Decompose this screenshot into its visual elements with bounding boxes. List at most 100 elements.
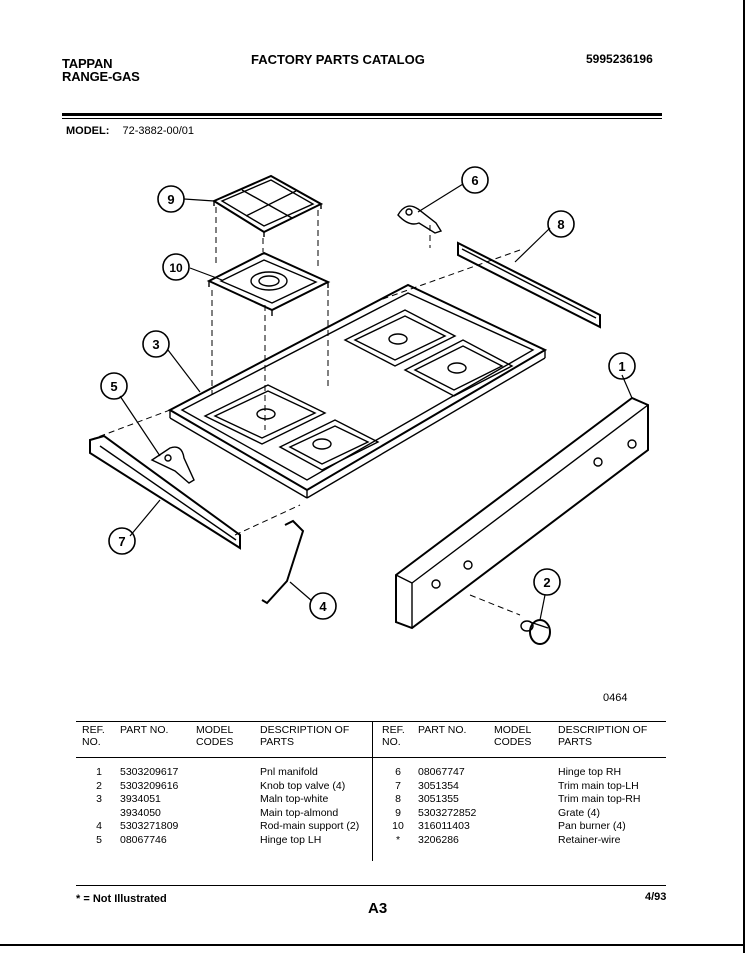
part-number-cell: 5303209616 [120, 779, 179, 792]
table-row: 2 5303209616 Knob top valve (4) [82, 780, 374, 794]
description-cell: Retainer-wire [558, 833, 621, 846]
ref-cell: 8 [395, 793, 401, 806]
ref-cell: 1 [96, 766, 102, 778]
description-cell: Pan burner (4) [558, 820, 626, 833]
table-row: 7 3051354 Trim main top-LH [382, 780, 672, 794]
callout-2: 2 [533, 568, 561, 596]
description-cell: Hinge top LH [260, 833, 322, 846]
header-model: MODEL CODES [494, 724, 532, 748]
description-cell: Pnl manifold [260, 766, 318, 778]
callout-5: 5 [100, 372, 128, 400]
model-code-cell [196, 793, 260, 807]
model-number: 72-3882-00/01 [122, 125, 195, 137]
table-header-row: REF. NO. PART NO. MODEL CODES DESCRIPTIO… [382, 724, 672, 758]
ref-cell: 3 [96, 793, 102, 806]
grate-drawing [211, 174, 324, 237]
model-code-cell [494, 780, 558, 794]
description-cell: Hinge top RH [558, 766, 622, 778]
ref-cell: 5 [96, 833, 102, 846]
manifold-panel-drawing [395, 396, 649, 630]
description-cell: Knob top valve (4) [260, 779, 346, 792]
model-code-cell [196, 834, 260, 848]
header-part: PART NO. [418, 724, 467, 736]
ref-cell: 2 [96, 779, 102, 792]
model-code-cell [494, 758, 558, 780]
header-rule-thick [62, 113, 662, 116]
parts-table-left: REF. NO. PART NO. MODEL CODES DESCRIPTIO… [82, 724, 374, 848]
callout-leaders [119, 183, 633, 621]
description-cell: Maln top-white [260, 793, 329, 806]
description-cell: Grate (4) [558, 806, 601, 819]
callout-bubbles: 9 6 8 10 3 1 5 [100, 166, 636, 620]
callout-10: 10 [162, 253, 190, 281]
catalog-number: 5995236196 [586, 52, 653, 66]
svg-text:6: 6 [471, 173, 478, 188]
table-row: * 3206286 Retainer-wire [382, 834, 672, 848]
print-date: 4/93 [645, 891, 667, 903]
model-line: MODEL: 72-3882-00/01 [66, 125, 194, 137]
part-number-cell: 3206286 [418, 833, 459, 846]
catalog-title: FACTORY PARTS CATALOG [251, 52, 425, 67]
ref-cell: 7 [395, 779, 401, 792]
model-code-cell [494, 834, 558, 848]
model-code-cell [494, 820, 558, 834]
svg-text:2: 2 [543, 575, 550, 590]
part-number-cell: 08067747 [418, 766, 465, 778]
header-part: PART NO. [120, 724, 169, 736]
part-number-cell: 3934050 [120, 806, 161, 819]
table-header-rule [76, 757, 666, 758]
not-illustrated-note: * = Not Illustrated [76, 893, 167, 905]
svg-text:4: 4 [319, 599, 327, 614]
header-ref: REF. NO. [382, 724, 405, 748]
callout-3: 3 [142, 330, 170, 358]
model-code-cell [196, 780, 260, 794]
model-code-cell [196, 820, 260, 834]
callout-7: 7 [108, 527, 136, 555]
table-top-rule [76, 721, 666, 722]
callout-6: 6 [461, 166, 489, 194]
part-number-cell: 5303271809 [120, 820, 179, 833]
part-number-cell: 3934051 [120, 793, 161, 806]
svg-text:8: 8 [557, 217, 564, 232]
model-code-cell [196, 807, 260, 821]
header-model: MODEL CODES [196, 724, 234, 748]
ref-cell: 6 [395, 766, 401, 778]
knob-drawing [520, 619, 551, 645]
part-number-cell: 316011403 [418, 820, 470, 833]
svg-text:5: 5 [110, 379, 117, 394]
header-ref: REF. NO. [82, 724, 105, 748]
svg-text:9: 9 [167, 192, 174, 207]
description-cell: Trim main top-LH [558, 779, 639, 792]
table-header-row: REF. NO. PART NO. MODEL CODES DESCRIPTIO… [82, 724, 374, 758]
model-code-cell [494, 807, 558, 821]
ref-cell: * [395, 833, 401, 846]
header-desc: DESCRIPTION OF PARTS [260, 724, 350, 748]
callout-8: 8 [547, 210, 575, 238]
exploded-parts-diagram: 9 6 8 10 3 1 5 [89, 166, 649, 645]
model-code-cell [494, 793, 558, 807]
table-row: 8 3051355 Trim main top-RH [382, 793, 672, 807]
svg-text:10: 10 [169, 261, 183, 275]
description-cell: Trim main top-RH [558, 793, 641, 806]
header-desc: DESCRIPTION OF PARTS [558, 724, 648, 748]
table-row: 6 08067747 Hinge top RH [382, 758, 672, 780]
trim-rh-drawing [457, 241, 601, 329]
part-number-cell: 3051355 [418, 793, 459, 806]
callout-1: 1 [608, 352, 636, 380]
burner-pan-drawing [206, 251, 331, 316]
part-number-cell: 3051354 [418, 779, 459, 792]
hinge-lh-drawing [150, 446, 195, 484]
model-label: MODEL: [66, 125, 110, 137]
parts-table-right: REF. NO. PART NO. MODEL CODES DESCRIPTIO… [382, 724, 672, 848]
frame-bottom-border [0, 944, 745, 946]
frame-right-border [743, 0, 745, 953]
trim-lh-drawing [89, 434, 241, 550]
svg-text:3: 3 [152, 337, 159, 352]
table-row: 3 3934051 Maln top-white [82, 793, 374, 807]
part-number-cell: 08067746 [120, 833, 167, 846]
